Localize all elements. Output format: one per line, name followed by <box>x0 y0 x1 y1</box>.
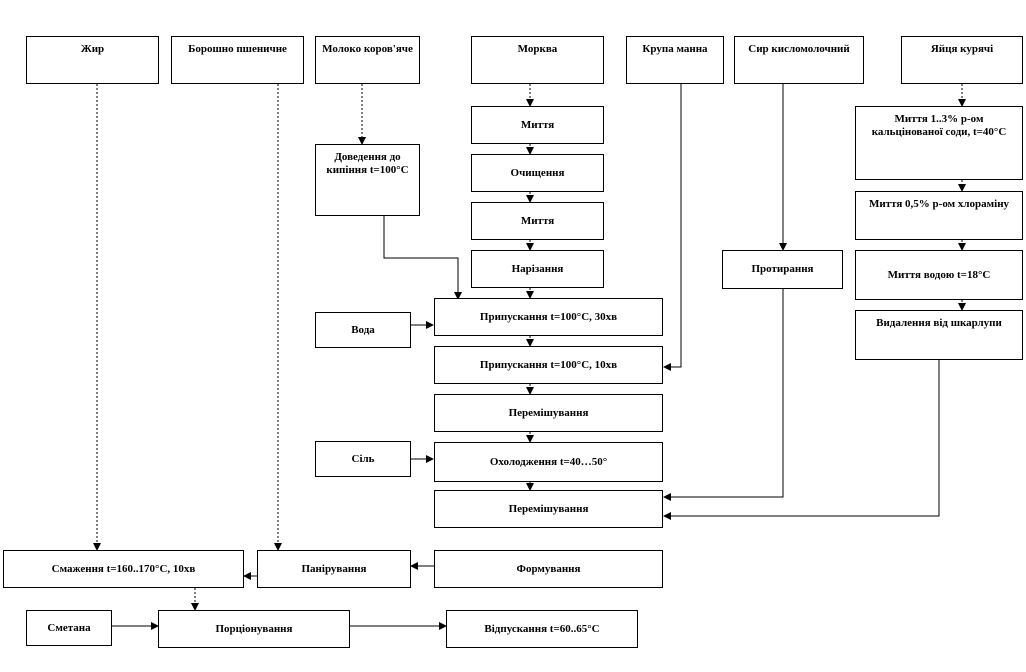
node-dovedennia: Доведення до кипіння t=100°С <box>315 144 420 216</box>
node-smazhennia: Смаження t=160..170°С, 10хв <box>3 550 244 588</box>
connector-dovedennia-prypuskannia <box>383 216 462 300</box>
node-peremishuvannia-2: Перемішування <box>434 490 663 528</box>
node-okholodzhennia: Охолодження t=40…50° <box>434 442 663 482</box>
node-prypuskannia-30: Припускання t=100°С, 30хв <box>434 298 663 336</box>
node-myttia-1: Миття <box>471 106 604 144</box>
node-vydalennia: Видалення від шкарлупи <box>855 310 1023 360</box>
node-protyrannia: Протирання <box>722 250 843 289</box>
node-krupa: Крупа манна <box>626 36 724 84</box>
node-portsionuvannia: Порціонування <box>158 610 350 648</box>
connector-vydalennia-peremishuvannia <box>663 360 940 520</box>
node-zhyr: Жир <box>26 36 159 84</box>
node-moloko: Молоко коров'яче <box>315 36 420 84</box>
node-myttia-khloramin: Миття 0,5% р-ом хлораміну <box>855 191 1023 240</box>
node-narizannia: Нарізання <box>471 250 604 288</box>
node-myttia-2: Миття <box>471 202 604 240</box>
connector-krupa-prypuskannia <box>663 84 682 371</box>
node-yaitsia: Яйця курячі <box>901 36 1023 84</box>
node-paniruvannia: Панірування <box>257 550 411 588</box>
node-sil: Сіль <box>315 441 411 477</box>
node-prypuskannia-10: Припускання t=100°С, 10хв <box>434 346 663 384</box>
node-ochyshchennia: Очищення <box>471 154 604 192</box>
node-peremishuvannia-1: Перемішування <box>434 394 663 432</box>
node-myttia-voda: Миття водою t=18°С <box>855 250 1023 300</box>
node-myttia-soda: Миття 1..3% р-ом кальцінованої соди, t=4… <box>855 106 1023 180</box>
connector-protyrannia-peremishuvannia <box>663 289 784 501</box>
node-syr: Сир кисломолочний <box>734 36 864 84</box>
node-voda: Вода <box>315 312 411 348</box>
node-morkva: Морква <box>471 36 604 84</box>
node-smetana: Сметана <box>26 610 112 646</box>
node-boroshno: Борошно пшеничне <box>171 36 304 84</box>
node-formuvannia: Формування <box>434 550 663 588</box>
node-vidpuskannia: Відпускання t=60..65°С <box>446 610 638 648</box>
